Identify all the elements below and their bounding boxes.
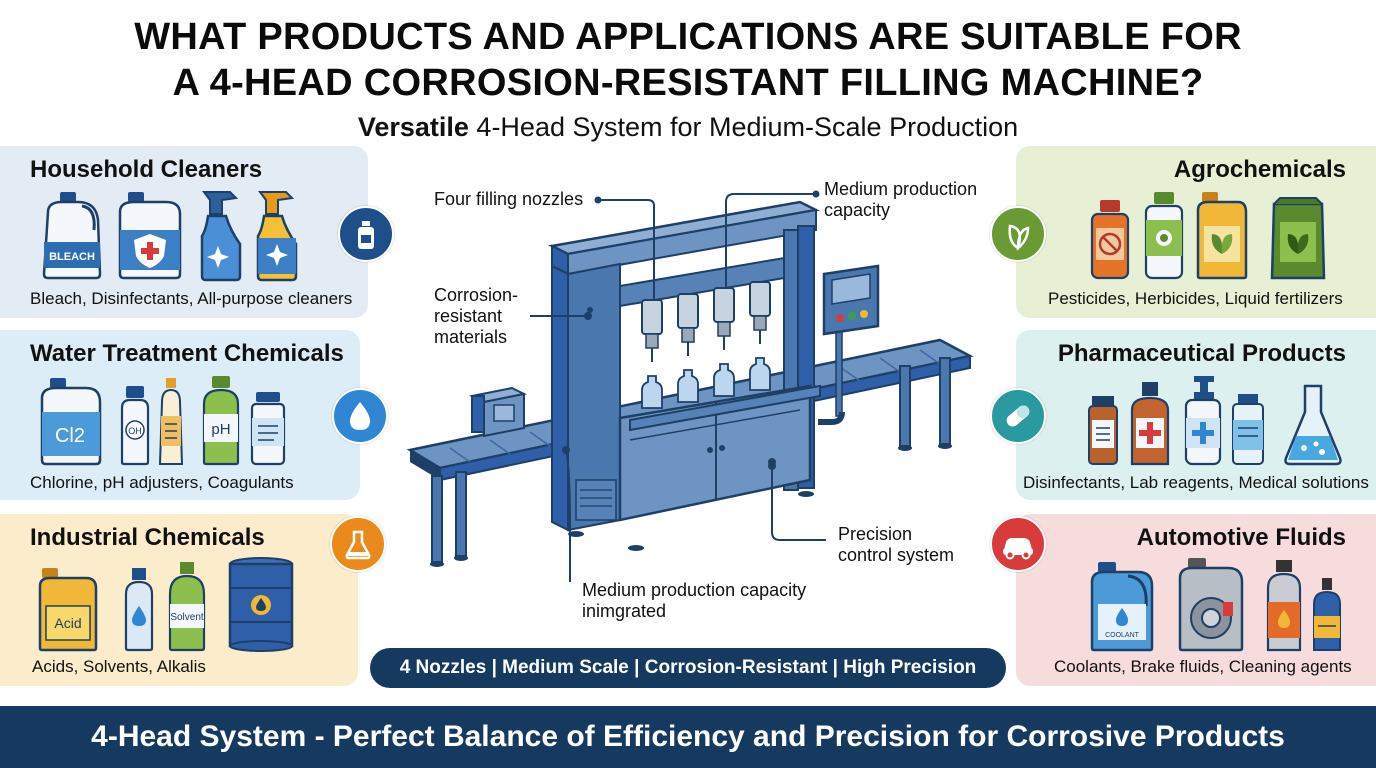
title-line-2: A 4-HEAD CORROSION-RESISTANT FILLING MAC… <box>172 62 1204 104</box>
first-aid-bottle-icon <box>1130 382 1170 466</box>
pesticide-bottle-icon <box>1090 200 1130 280</box>
reagent-bottle-icon <box>158 378 184 465</box>
callout-medium-capacity-bottom: Medium production capacity inimgrated <box>582 580 806 622</box>
panel-description: Bleach, Disinfectants, All-purpose clean… <box>30 289 353 308</box>
nozzle-3 <box>713 287 735 350</box>
disinfectant-jug-icon <box>118 192 182 280</box>
title-line-1: WHAT PRODUCTS AND APPLICATIONS ARE SUITA… <box>134 16 1242 58</box>
callout-leaders <box>530 190 826 582</box>
panel-title: Industrial Chemicals <box>30 524 265 551</box>
panel-agrochemicals: Agrochemicals <box>1016 146 1376 318</box>
brake-fluid-jug-icon <box>1178 558 1244 652</box>
ph-label: pH <box>211 421 230 438</box>
bleach-label: BLEACH <box>49 251 95 263</box>
fertilizer-jug-icon <box>1196 192 1248 280</box>
callout-line: materials <box>434 327 508 347</box>
nozzle-4 <box>749 281 771 344</box>
panel-water-treatment: Water Treatment Chemicals Cl2 OH pH <box>0 330 360 500</box>
callout-line: Precision <box>838 524 913 544</box>
cl2-label: Cl2 <box>55 425 85 447</box>
callout-line: control system <box>838 545 955 565</box>
control-panel <box>818 264 880 425</box>
bleach-jug-icon: BLEACH <box>42 192 102 280</box>
fluid-bottle-icon <box>1313 578 1341 651</box>
panel-title: Water Treatment Chemicals <box>30 340 344 367</box>
engine-oil-bottle-icon <box>1266 560 1302 652</box>
solvent-label: Solvent <box>170 612 204 623</box>
panel-title: Household Cleaners <box>30 156 263 183</box>
callout-line: Medium production <box>824 179 978 199</box>
callout-line: Medium production capacity <box>582 580 807 600</box>
callout-line: capacity <box>824 200 891 220</box>
panel-industrial-chemicals: Industrial Chemicals Acid Solvent <box>0 514 358 686</box>
coagulant-bottle-icon <box>250 392 286 466</box>
bottles-on-conveyor <box>641 357 771 409</box>
pill-icon <box>990 388 1046 444</box>
ph-bottle-icon: pH <box>202 376 240 466</box>
panel-pharmaceutical: Pharmaceutical Products <box>1016 330 1376 500</box>
spray-bottle-blue-icon <box>200 191 242 282</box>
blue-drop-bottle-icon <box>124 568 154 652</box>
spray-bottle-icon <box>338 206 394 262</box>
motor-box <box>468 386 528 438</box>
flask-icon <box>330 516 386 572</box>
medicine-bottle-icon <box>1088 396 1118 465</box>
solvent-bottle-icon: Solvent <box>168 562 206 652</box>
lab-bottle-icon <box>1232 394 1264 465</box>
panel-description: Pesticides, Herbicides, Liquid fertilize… <box>1048 289 1343 308</box>
pump-bottle-icon <box>1184 376 1222 466</box>
page-title: WHAT PRODUCTS AND APPLICATIONS ARE SUITA… <box>0 14 1376 106</box>
bottom-banner: 4-Head System - Perfect Balance of Effic… <box>0 706 1376 768</box>
guide-rail <box>629 384 821 432</box>
page-subtitle: Versatile 4-Head System for Medium-Scale… <box>0 112 1376 143</box>
herbicide-bottle-icon <box>1144 192 1184 280</box>
panel-automotive: Automotive Fluids COOLANT <box>1016 514 1376 686</box>
erlenmeyer-flask-icon <box>1284 384 1342 466</box>
callout-line: resistant <box>434 306 503 326</box>
oh-bottle-icon: OH <box>120 386 150 466</box>
subtitle-bold: Versatile <box>357 112 469 142</box>
panel-title: Automotive Fluids <box>1136 524 1346 551</box>
filling-nozzles <box>641 281 771 362</box>
callout-four-nozzles: Four filling nozzles <box>434 189 584 209</box>
nozzle-2 <box>677 293 699 356</box>
panel-description: Coolants, Brake fluids, Cleaning agents <box>1054 657 1352 676</box>
callout-medium-capacity-top: Medium production capacity <box>824 179 977 221</box>
panel-description: Acids, Solvents, Alkalis <box>32 657 206 676</box>
panel-title: Pharmaceutical Products <box>1057 340 1346 367</box>
filling-machine-illustration <box>406 200 974 567</box>
water-drop-icon <box>332 388 388 444</box>
oh-label: OH <box>128 426 142 436</box>
callout-precision-control: Precision control system <box>838 524 954 566</box>
chlorine-jug-icon: Cl2 <box>40 378 102 466</box>
spray-bottle-yellow-icon <box>256 191 298 282</box>
callout-corrosion-resistant: Corrosion- resistant materials <box>434 285 518 348</box>
car-icon <box>990 516 1046 572</box>
features-pill: 4 Nozzles | Medium Scale | Corrosion-Res… <box>370 648 1006 688</box>
fertilizer-bag-icon <box>1270 197 1326 280</box>
callout-line: Corrosion- <box>434 285 519 305</box>
panel-description: Chlorine, pH adjusters, Coagulants <box>30 473 294 492</box>
leaf-icon <box>990 206 1046 262</box>
panel-household-cleaners: Household Cleaners BLEACH B <box>0 146 368 318</box>
acid-label: Acid <box>54 615 81 631</box>
acid-jerrycan-icon: Acid <box>38 568 98 652</box>
callout-line: inimgrated <box>582 601 667 621</box>
panel-description: Disinfectants, Lab reagents, Medical sol… <box>1023 473 1369 492</box>
nozzle-1 <box>641 299 663 362</box>
oil-drum-icon <box>228 557 294 652</box>
coolant-label: COOLANT <box>1105 632 1140 639</box>
subtitle-rest: 4-Head System for Medium-Scale Productio… <box>468 112 1019 142</box>
coolant-jug-icon: COOLANT <box>1090 562 1154 652</box>
panel-title: Agrochemicals <box>1173 156 1346 183</box>
